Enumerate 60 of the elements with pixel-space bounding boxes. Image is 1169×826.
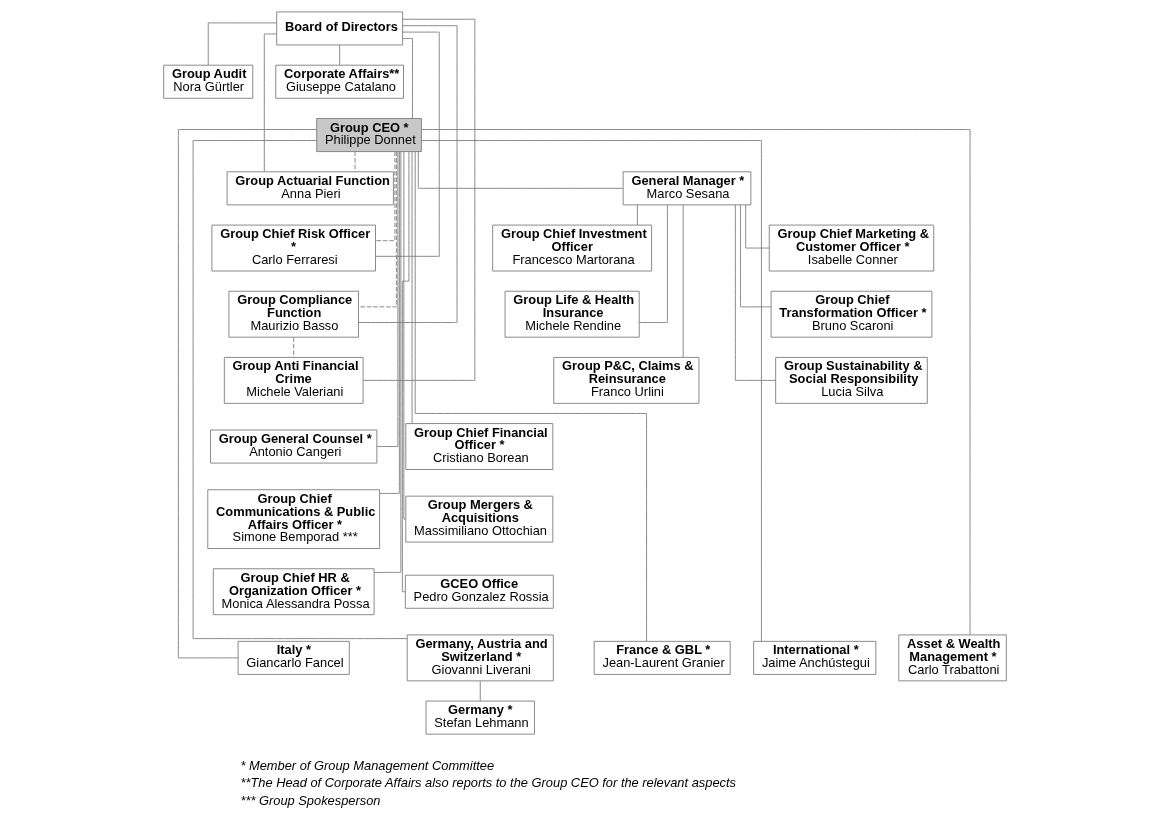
node-box: Group P&C, Claims & Reinsurance Franco Urlini: [552, 356, 699, 404]
connector: [636, 204, 638, 226]
node-box: Corporate Affairs** Giuseppe Catalano: [274, 64, 404, 99]
node-box: Germany * Stefan Lehmann: [425, 700, 535, 735]
connector: [401, 151, 409, 593]
connector: [374, 31, 440, 257]
node-box: Group Compliance Function Maurizio Basso: [227, 290, 359, 338]
connector: [192, 140, 407, 640]
connector: [354, 151, 355, 173]
label: *** Group Spokesperson: [239, 792, 381, 808]
node-box: Group General Counsel * Antonio Cangeri: [209, 429, 377, 464]
node-box: Asset & Wealth Management * Carlo Trabattoni: [897, 634, 1007, 682]
node-box: Group Chief Transformation Officer * Bruno Scaroni: [770, 290, 932, 338]
node-box: Italy * Giancarlo Fancel: [237, 640, 350, 675]
node-box: International * Jaime Anchústegui: [752, 640, 876, 675]
connector: [739, 204, 771, 308]
node-box: Group Audit Nora Gürtler: [162, 64, 253, 99]
connector: [734, 204, 776, 381]
node-box: Group Chief HR & Organization Officer * Monica Alessandra Possa: [212, 568, 375, 616]
connector: [682, 204, 684, 358]
connector: [374, 151, 395, 242]
node-box: Group Life & Health Insurance Michele Rendine: [504, 290, 640, 338]
connector: [357, 151, 397, 308]
connector: [376, 151, 398, 447]
node-box: Group Chief Investment Officer Francesco Martorana: [491, 224, 652, 272]
node-box: Board of Directors: [275, 11, 403, 46]
node-box: Group Chief Communications & Public Affairs Officer * Simone Bemporad ***: [206, 489, 380, 549]
node-box: Germany, Austria and Switzerland * Giovanni Liverani: [406, 634, 554, 682]
node-box: Group Actuarial Function Anna Pieri: [226, 171, 394, 206]
connector: [417, 151, 623, 189]
connector: [411, 151, 412, 424]
label: * Member of Group Management Committee: [239, 757, 494, 773]
connector: [420, 140, 762, 642]
label: **The Head of Corporate Affairs also reports to the Group CEO for the relevant aspects: [239, 775, 736, 791]
connector: [420, 129, 970, 636]
connector: [177, 129, 317, 659]
connector: [402, 151, 406, 520]
connector: [357, 25, 457, 323]
connector: [207, 22, 277, 66]
connector: [479, 680, 481, 702]
node-box: Group Chief Risk Officer * Carlo Ferraresi: [210, 224, 376, 272]
connector: [263, 33, 277, 172]
connector: [638, 204, 668, 323]
connector: [292, 336, 294, 358]
node-box: France & GBL * Jean-Laurent Granier: [593, 640, 731, 675]
node-box: Group CEO * Philippe Donnet: [315, 118, 422, 153]
node-box: Group Anti Financial Crime Michele Valeriani: [223, 356, 364, 404]
connector: [744, 204, 770, 249]
node-box: Group Chief Financial Officer * Cristiano Borean: [404, 423, 553, 470]
connector: [401, 38, 413, 119]
connector: [362, 18, 475, 381]
node-box: Group Mergers & Acquisitions Massimiliano Ottochian: [404, 495, 553, 543]
node-box: GCEO Office Pedro Gonzalez Rossia: [404, 574, 554, 609]
connector: [414, 151, 647, 642]
connector: [373, 151, 401, 573]
node-box: Group Sustainability & Social Responsibility Lucia Silva: [774, 356, 928, 404]
connector: [378, 151, 400, 494]
connector: [338, 44, 340, 66]
node-box: Group Chief Marketing & Customer Officer * Isabelle Conner: [768, 224, 934, 272]
node-box: General Manager * Marco Sesana: [622, 171, 751, 206]
